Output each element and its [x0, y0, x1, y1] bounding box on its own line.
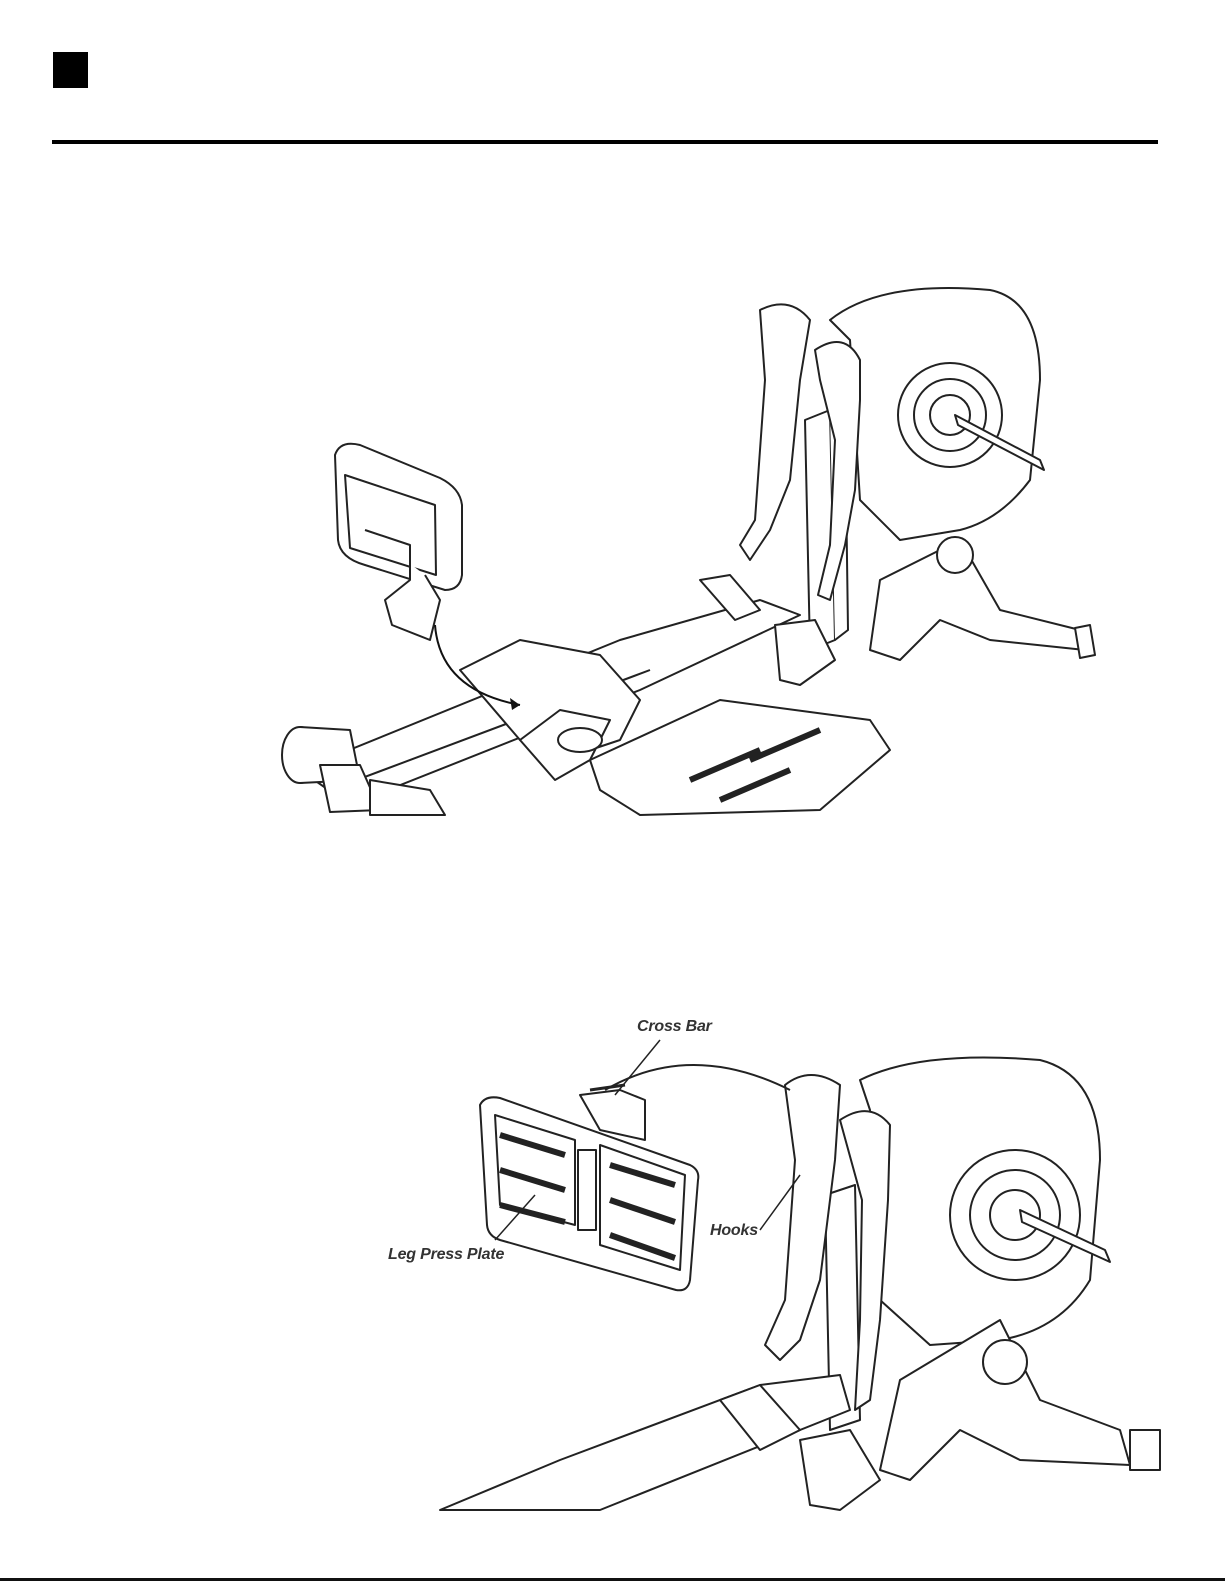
leg-press-plate-label: Leg Press Plate — [388, 1246, 504, 1264]
hooks-label: Hooks — [710, 1222, 758, 1240]
cross-bar-label: Cross Bar — [637, 1018, 712, 1036]
footer-rule — [0, 1578, 1225, 1581]
